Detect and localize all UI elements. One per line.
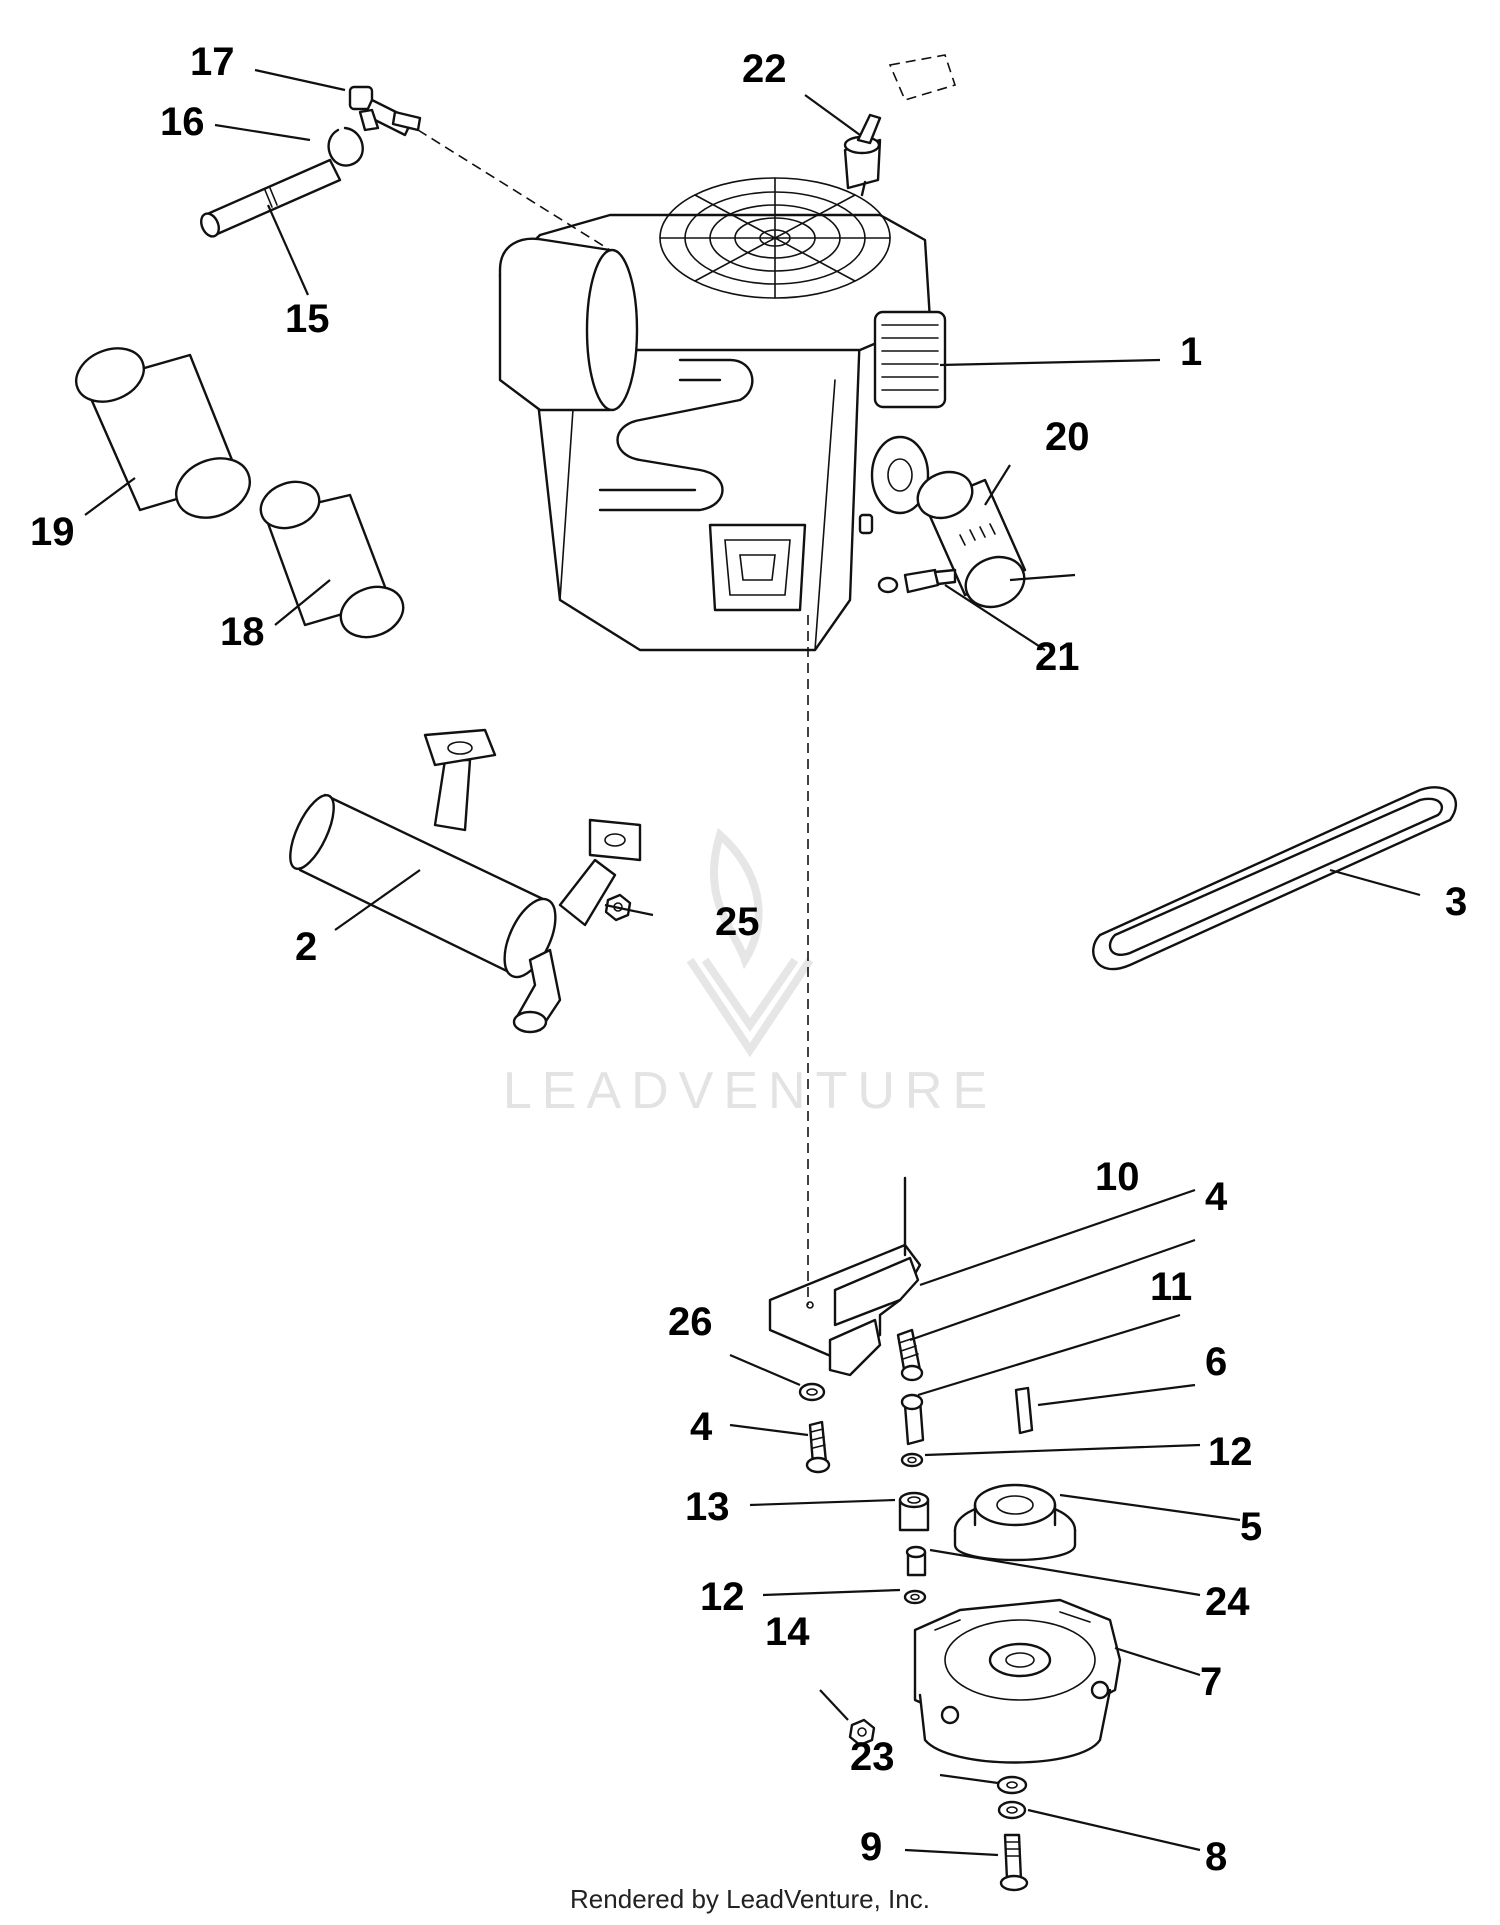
callout-1: 1 [1180,330,1202,374]
watermark-text: LEADVENTURE [503,1062,997,1120]
part-outer-filter[interactable] [68,339,259,528]
part-pulley[interactable] [953,1483,1077,1562]
part-oil-filter[interactable] [911,464,1032,615]
part-oil-drain[interactable] [877,568,957,594]
part-spacer-24[interactable] [905,1545,927,1577]
engine-blower-screen [659,177,891,299]
part-washer-12-lower[interactable] [903,1589,927,1605]
callout-20: 20 [1045,415,1090,459]
callout-23: 23 [850,1735,895,1779]
assembly-line-fitting [417,129,611,251]
part-bolt-4-upper[interactable] [896,1328,924,1382]
callout-15: 15 [285,297,330,341]
part-washer-26[interactable] [798,1382,826,1402]
part-muffler[interactable] [282,728,642,1034]
part-bolt-11[interactable] [900,1393,925,1446]
callout-26: 26 [668,1300,713,1344]
callout-17: 17 [190,40,235,84]
part-inner-filter[interactable] [254,474,410,645]
part-clamp[interactable] [327,126,364,167]
part-hose[interactable] [198,158,342,239]
callout-3: 3 [1445,880,1467,924]
leadventure-logo-icon [686,827,814,1058]
footer-credit: Rendered by LeadVenture, Inc. [570,1884,930,1914]
callout-8: 8 [1205,1835,1227,1879]
callout-labels: 1 2 3 10 4 11 6 12 5 24 7 8 9 23 14 12 1… [30,40,1467,1879]
callout-22: 22 [742,47,787,91]
callout-5: 5 [1240,1505,1262,1549]
callout-4-upper: 4 [1205,1175,1228,1219]
callout-2: 2 [295,925,317,969]
part-bolt-9[interactable] [999,1833,1029,1892]
engine-vent-grille [881,324,939,391]
callout-13: 13 [685,1485,730,1529]
part-fitting[interactable] [348,85,422,137]
part-washer-12-upper[interactable] [900,1452,924,1468]
callout-10: 10 [1095,1155,1140,1199]
part-washer-8[interactable] [997,1800,1027,1820]
callout-21: 21 [1035,635,1080,679]
part-nut-14[interactable] [848,1718,876,1747]
leader-lines [84,68,1421,1857]
part-bracket[interactable] [768,1176,922,1377]
callout-12-lower: 12 [700,1575,745,1619]
watermark: LEADVENTURE [503,827,997,1120]
part-fuel-filter[interactable] [843,54,957,197]
callout-12-upper: 12 [1208,1430,1253,1474]
part-washer-23[interactable] [996,1775,1028,1795]
part-bolt-4-lower[interactable] [805,1420,831,1474]
callout-4-lower: 4 [690,1405,713,1449]
part-engine[interactable] [498,177,947,652]
callout-9: 9 [860,1825,882,1869]
callout-18: 18 [220,610,265,654]
callout-7: 7 [1200,1660,1222,1704]
part-key[interactable] [1014,1386,1034,1435]
callout-6: 6 [1205,1340,1227,1384]
callout-16: 16 [160,100,205,144]
callout-24: 24 [1205,1580,1250,1624]
callout-14: 14 [765,1610,810,1654]
part-clutch[interactable] [913,1598,1122,1764]
callout-11: 11 [1150,1265,1192,1309]
callout-19: 19 [30,510,75,554]
part-belt[interactable] [1092,786,1458,971]
callout-25: 25 [715,900,760,944]
part-spacer-13[interactable] [898,1491,930,1532]
